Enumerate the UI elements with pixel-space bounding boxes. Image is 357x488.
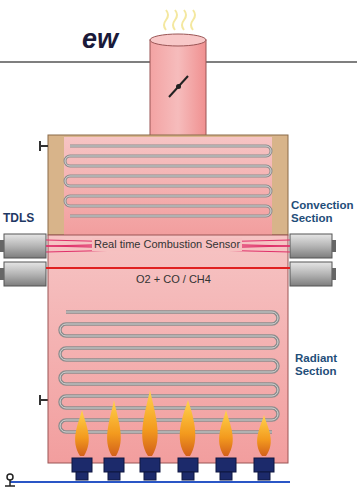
section-label: Radiant Section	[295, 352, 355, 378]
sensor-caption: Real time Combustion Sensor	[92, 238, 242, 251]
gas-label: O2 + CO / CH4	[136, 273, 211, 286]
page-heading: ew	[82, 24, 118, 55]
sensor-label: TDLS	[3, 212, 34, 226]
section-label: Convection Section	[291, 199, 355, 225]
